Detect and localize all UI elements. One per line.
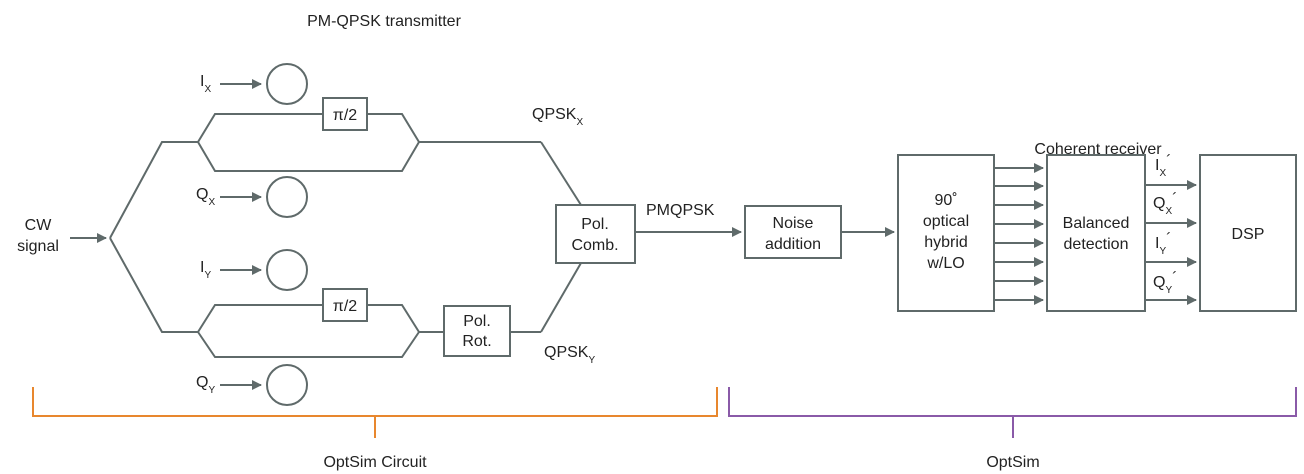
pol-rot-block (443, 305, 511, 357)
ix-out-label: IX´ (1155, 153, 1171, 179)
phase-shift-x-block (322, 97, 368, 131)
detector-outputs: IX´ QX´ IY´ QY´ (1145, 153, 1197, 305)
qpsk-y-label: QPSKY (544, 344, 595, 366)
pol-comb-block (555, 204, 636, 264)
input-ix: IX (200, 63, 308, 105)
hybrid-label-line1: 90˚ (934, 192, 957, 209)
cw-label-line2: signal (17, 238, 59, 255)
pol-rot-label-line1: Pol. (463, 313, 491, 330)
mzm-y-upper-path-b (367, 304, 420, 333)
phase-shift-y-label: π/2 (333, 298, 357, 315)
hybrid-label-line4: w/LO (926, 255, 964, 272)
qpsk-x-to-comb (540, 141, 582, 206)
splitter-upper-arm (109, 141, 198, 239)
mzm-y-upper-path-a (197, 304, 323, 333)
noise-label-line1: Noise (773, 215, 814, 232)
pol-comb-label-line1: Pol. (581, 216, 609, 233)
qy-out-label: QY´ (1153, 270, 1177, 296)
mzm-y-lower-path (197, 331, 420, 358)
optsim-bracket (728, 387, 1297, 438)
dsp-label: DSP (1232, 226, 1265, 243)
qx-label: QX (196, 186, 215, 208)
phase-shift-y-block (322, 288, 368, 322)
iy-label: IY (200, 259, 211, 281)
transmitter-title: PM-QPSK transmitter (307, 13, 461, 30)
input-qy: QY (196, 364, 308, 406)
input-qx: QX (196, 176, 308, 218)
dsp-block (1199, 154, 1297, 312)
mzm-x-upper-path-b (367, 113, 420, 143)
cw-label-line1: CW (25, 217, 53, 234)
qy-label: QY (196, 374, 215, 396)
ix-label: IX (200, 73, 211, 95)
qpsk-y-to-comb (540, 262, 582, 333)
balanced-label-line2: detection (1064, 236, 1129, 253)
splitter-lower-arm (109, 237, 198, 333)
mzm-x-lower-path (197, 141, 420, 172)
iy-out-label: IY´ (1155, 231, 1171, 257)
optsim-circuit-bracket (32, 387, 718, 438)
iy-drive-circle (266, 249, 308, 291)
pol-comb-label-line2: Comb. (571, 237, 618, 254)
pmqpsk-label: PMQPSK (646, 202, 715, 219)
hybrid-label-line3: hybrid (924, 234, 968, 251)
hybrid-output-arrows (994, 163, 1044, 305)
optical-hybrid-block (897, 154, 995, 312)
qpsk-x-label: QPSKX (532, 106, 583, 128)
optsim-label: OptSim (986, 454, 1039, 471)
balanced-detection-block (1046, 154, 1146, 312)
noise-addition-block (744, 205, 842, 259)
qx-out-label: QX´ (1153, 191, 1177, 217)
receiver-title: Coherent receiver (1034, 141, 1162, 158)
balanced-label-line1: Balanced (1063, 215, 1130, 232)
pol-rot-label-line2: Rot. (462, 333, 491, 350)
mzm-x-upper-path-a (197, 113, 323, 143)
modulator-x: π/2 (197, 97, 582, 206)
modulator-y: π/2 Pol. Rot. (197, 262, 582, 358)
hybrid-label-line2: optical (923, 213, 969, 230)
noise-label-line2: addition (765, 236, 821, 253)
input-iy: IY (200, 249, 308, 291)
optsim-circuit-label: OptSim Circuit (323, 454, 427, 471)
phase-shift-x-label: π/2 (333, 107, 357, 124)
ix-drive-circle (266, 63, 308, 105)
qx-drive-circle (266, 176, 308, 218)
qy-drive-circle (266, 364, 308, 406)
